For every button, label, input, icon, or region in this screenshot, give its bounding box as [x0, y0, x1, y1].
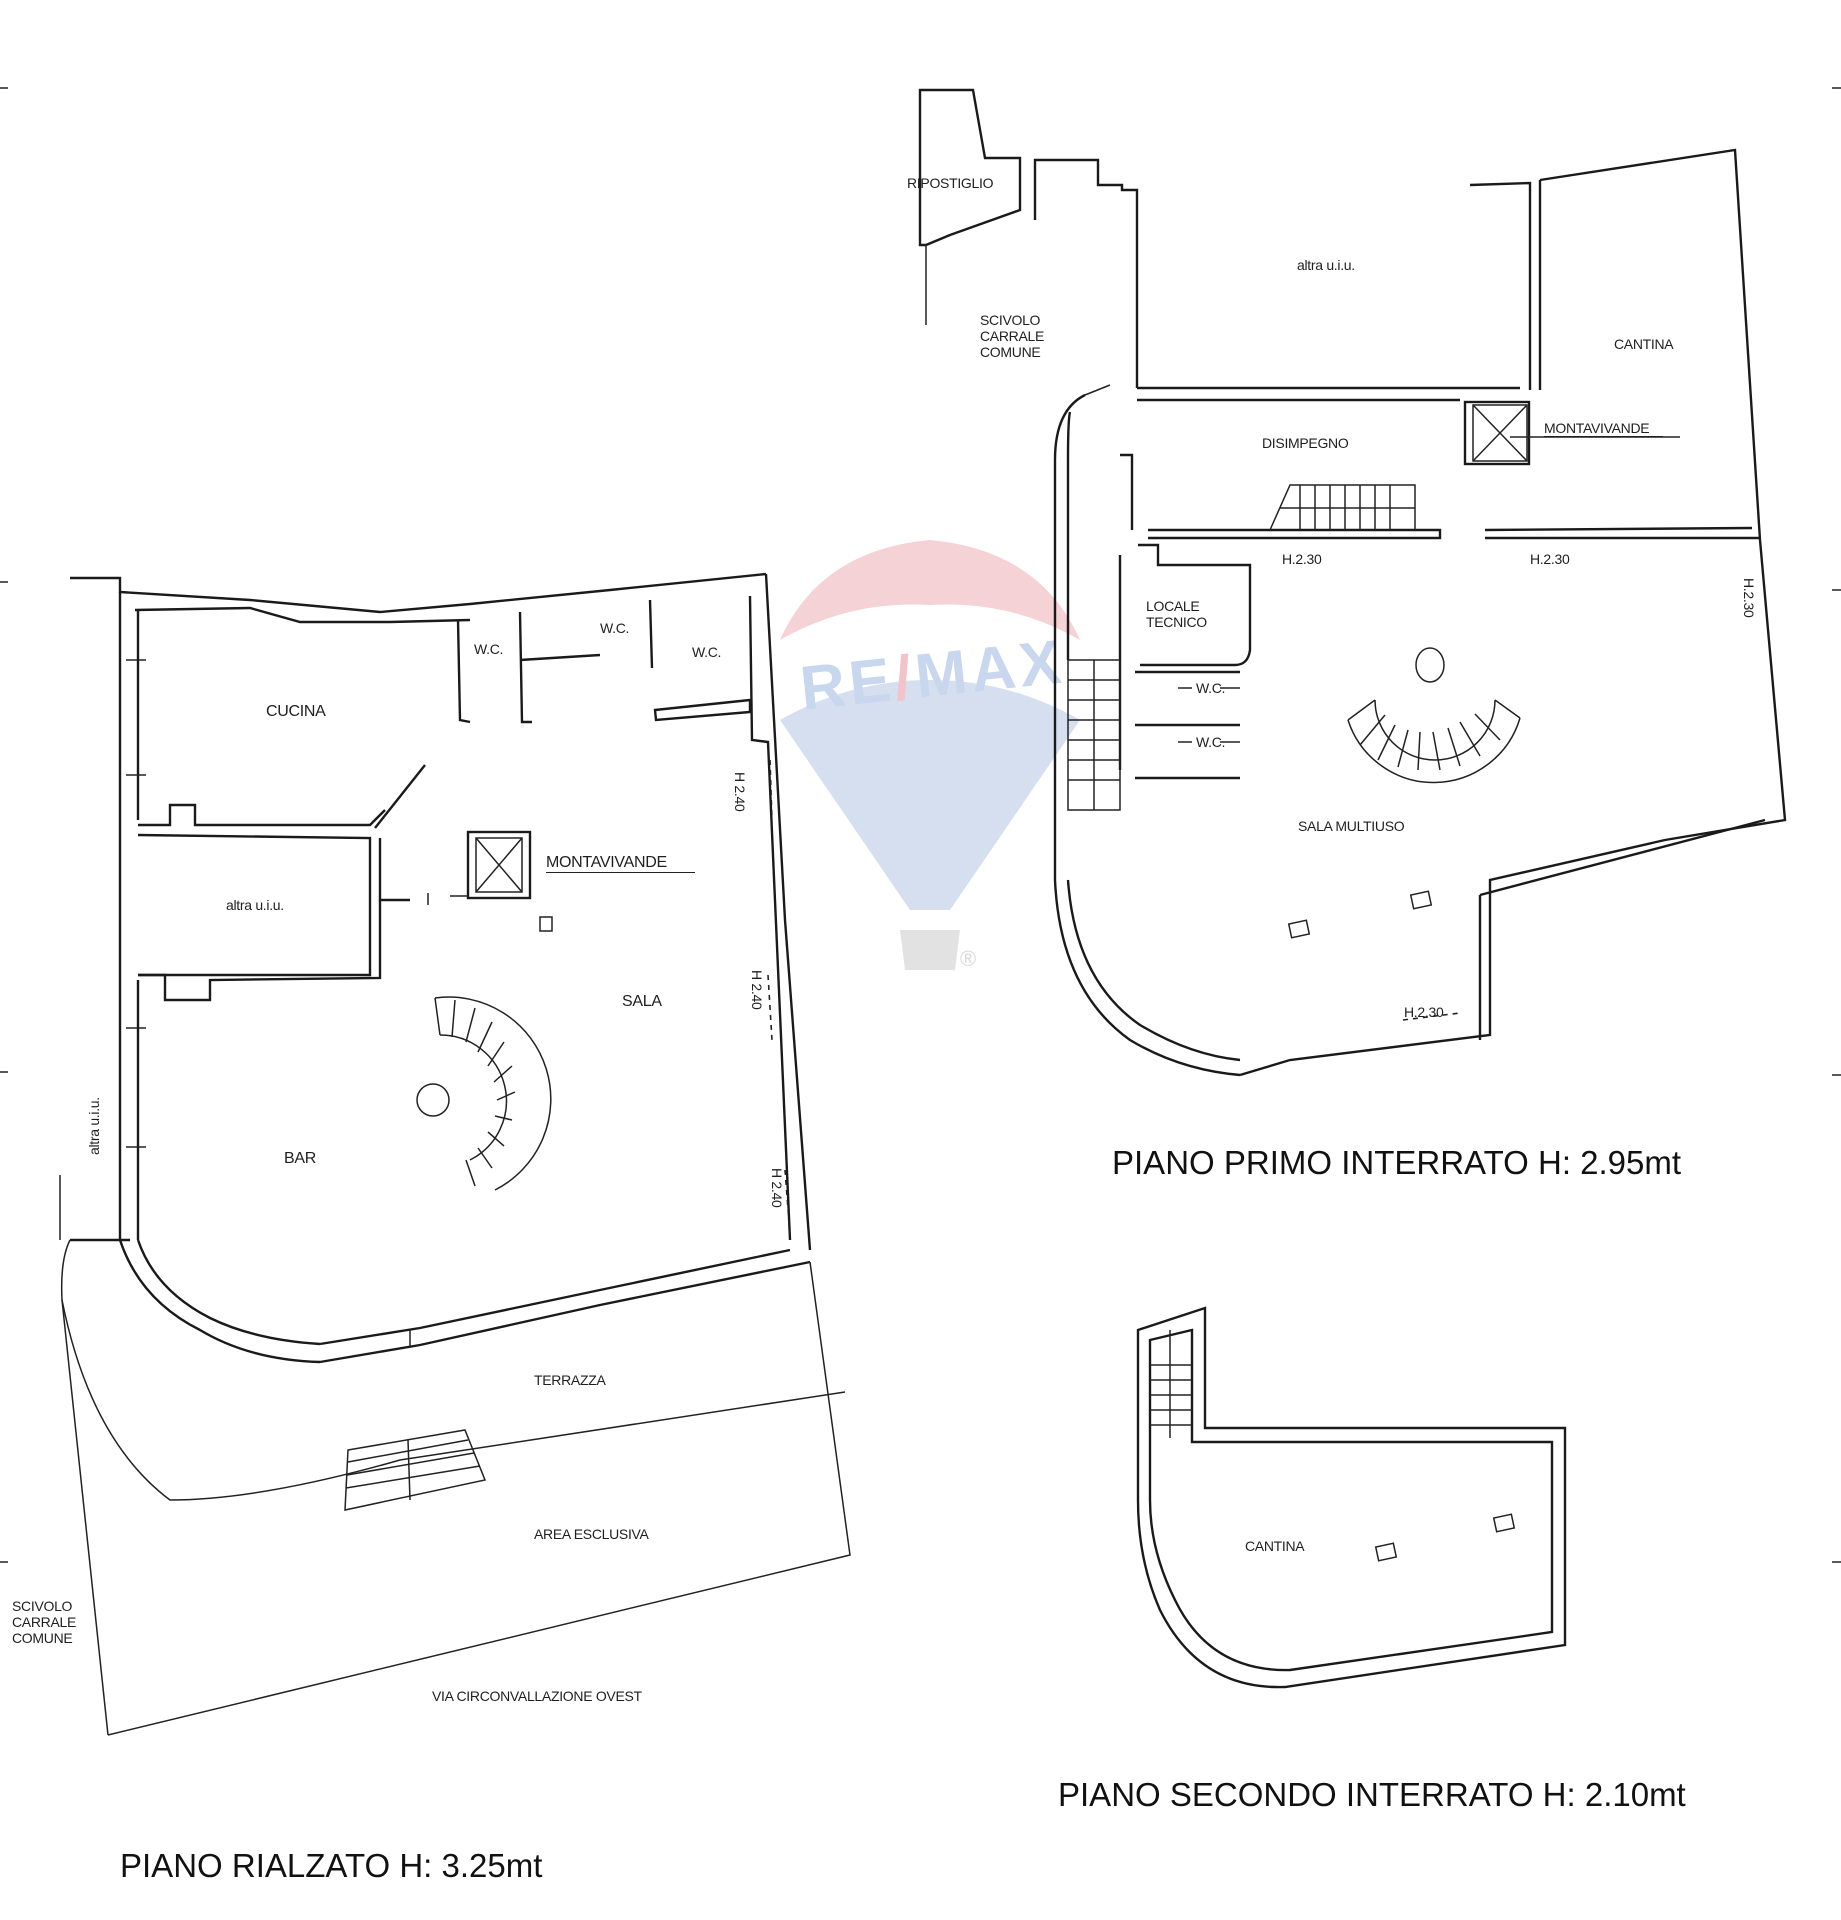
room-label-cantina-secondo: CANTINA — [1245, 1538, 1305, 1554]
height-label-3: H 2.40 — [769, 1168, 785, 1208]
registered-mark: ® — [960, 946, 977, 971]
room-label-disimpegno: DISIMPEGNO — [1262, 435, 1349, 451]
margin-ticks — [0, 87, 1841, 1563]
room-label-area-esclusiva: AREA ESCLUSIVA — [534, 1526, 649, 1542]
room-label-wc-3: W.C. — [692, 644, 722, 660]
room-label-wc-2: W.C. — [600, 620, 630, 636]
room-label-wc-basement-2: W.C. — [1196, 734, 1226, 750]
side-label-altra-uiu: altra u.i.u. — [86, 1097, 102, 1155]
room-label-altra-uiu: altra u.i.u. — [226, 897, 284, 913]
room-label-altra-uiu-top: altra u.i.u. — [1297, 257, 1355, 273]
piano-secondo-interrato-plan — [1136, 1306, 1567, 1689]
height-label-basement-3: H.2.30 — [1741, 578, 1757, 618]
room-label-sala: SALA — [622, 993, 662, 1010]
floor-title-piano-secondo-interrato: PIANO SECONDO INTERRATO H: 2.10mt — [1058, 1776, 1686, 1813]
floor-title-piano-rialzato: PIANO RIALZATO H: 3.25mt — [120, 1847, 543, 1884]
room-label-sala-multiuso: SALA MULTIUSO — [1298, 818, 1405, 834]
height-label-basement-1: H.2.30 — [1282, 551, 1322, 567]
height-label-1: H 2.40 — [732, 772, 748, 812]
room-label-cucina: CUCINA — [266, 703, 326, 720]
piano-primo-interrato-plan — [918, 88, 1787, 1077]
spiral-staircase-basement — [1347, 647, 1521, 784]
room-label-bar: BAR — [284, 1150, 316, 1167]
label-montavivande-basement: MONTAVIVANDE — [1544, 420, 1664, 438]
street-label: VIA CIRCONVALLAZIONE OVEST — [432, 1688, 642, 1704]
piano-rialzato-plan — [59, 572, 851, 1736]
room-label-wc-basement-1: W.C. — [1196, 680, 1226, 696]
floor-title-piano-primo-interrato: PIANO PRIMO INTERRATO H: 2.95mt — [1112, 1144, 1682, 1181]
label-scivolo-carrale-comune-top: SCIVOLO CARRALE COMUNE — [980, 312, 1045, 361]
label-montavivande: MONTAVIVANDE — [546, 854, 695, 874]
label-scivolo-carrale-comune-left: SCIVOLO CARRALE COMUNE — [12, 1598, 77, 1647]
room-label-ripostiglio: RIPOSTIGLIO — [907, 175, 994, 191]
spiral-staircase — [416, 996, 552, 1191]
room-label-cantina-primo: CANTINA — [1614, 336, 1674, 352]
room-label-terrazza: TERRAZZA — [534, 1372, 606, 1388]
height-label-basement-4: H.2.30 — [1404, 1004, 1444, 1020]
room-label-wc-1: W.C. — [474, 641, 504, 657]
height-label-basement-2: H.2.30 — [1530, 551, 1570, 567]
room-label-locale-tecnico: LOCALE TECNICO — [1146, 598, 1207, 631]
height-label-2: H 2.40 — [749, 970, 765, 1010]
